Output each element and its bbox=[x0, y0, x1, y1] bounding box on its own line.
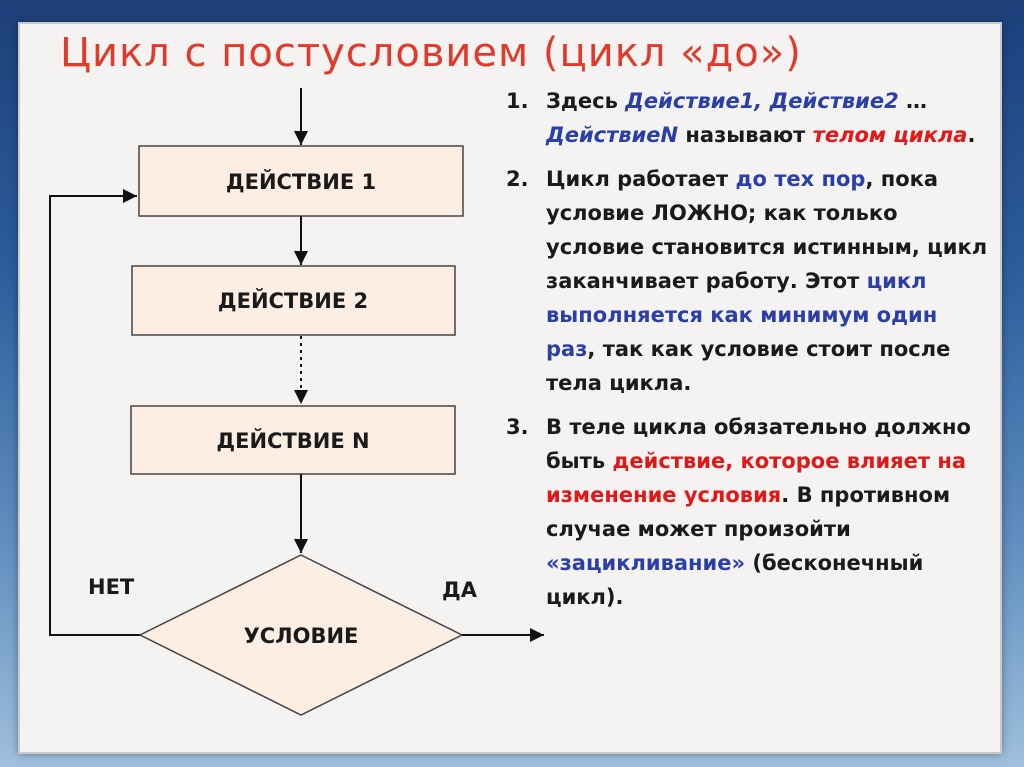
note-1-number: 1. bbox=[506, 89, 529, 113]
note-3-otherwise: . В противном случае может произойти bbox=[546, 483, 951, 541]
note-2-end: , так как условие стоит после тела цикла… bbox=[546, 337, 951, 395]
note-1: 1. Здесь Действие1, Действие2 … Действие… bbox=[500, 84, 990, 152]
note-2-number: 2. bbox=[506, 167, 529, 191]
note-3-end: (бесконечный цикл). bbox=[546, 551, 924, 609]
note-3-infinite-loop: «зацикливание» bbox=[546, 551, 746, 575]
loop-back-arrow bbox=[49, 189, 140, 636]
slide-title: Цикл с постусловием (цикл «до») bbox=[60, 30, 802, 76]
note-1-period: . bbox=[967, 123, 976, 147]
action-box-2 bbox=[131, 265, 456, 336]
note-2-text: Цикл работает bbox=[546, 167, 736, 191]
action-box-n bbox=[130, 405, 456, 475]
note-3-text: В теле цикла обязательно должно быть bbox=[546, 415, 971, 473]
note-1-action-n: ДействиеN bbox=[546, 123, 679, 147]
action-box-2-label: ДЕЙСТВИЕ 2 bbox=[218, 288, 368, 313]
note-1-ellipsis: … bbox=[898, 89, 928, 113]
note-3-number: 3. bbox=[506, 415, 529, 439]
yes-branch-label: ДА bbox=[442, 578, 478, 602]
note-3: 3. В теле цикла обязательно должно быть … bbox=[500, 410, 990, 614]
action-box-1-label: ДЕЙСТВИЕ 1 bbox=[226, 169, 376, 194]
condition-label: УСЛОВИЕ bbox=[244, 624, 359, 648]
note-2-at-least-once: цикл выполняется как минимум один раз bbox=[546, 269, 938, 361]
note-1-called: называют bbox=[678, 123, 813, 147]
note-2-body: , пока условие ЛОЖНО; как только условие… bbox=[546, 167, 988, 293]
condition-diamond bbox=[138, 554, 464, 716]
note-1-actions: Действие1, Действие2 bbox=[625, 89, 899, 113]
note-2-until: до тех пор bbox=[735, 167, 866, 191]
note-2: 2. Цикл работает до тех пор, пока услови… bbox=[500, 162, 990, 400]
notes-list: 1. Здесь Действие1, Действие2 … Действие… bbox=[500, 84, 990, 624]
note-1-loop-body: телом цикла bbox=[812, 123, 968, 147]
note-3-action: действие, которое влияет на изменение ус… bbox=[546, 449, 967, 507]
action-box-n-label: ДЕЙСТВИЕ N bbox=[216, 428, 369, 453]
no-branch-label: НЕТ bbox=[88, 575, 135, 599]
note-1-text: Здесь bbox=[546, 89, 626, 113]
